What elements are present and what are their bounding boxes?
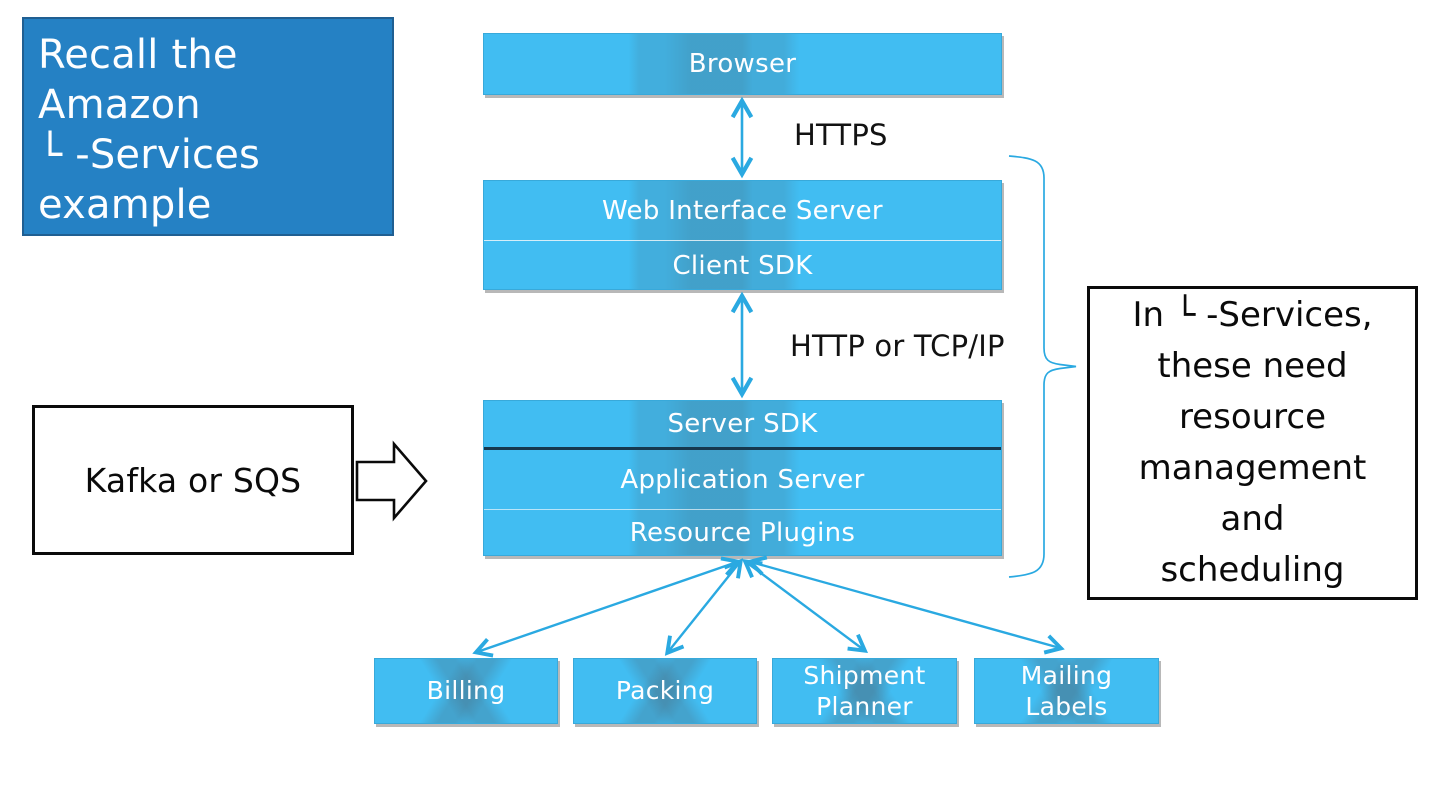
service-box-packing: Packing (573, 658, 757, 724)
packing-label: Packing (615, 676, 715, 706)
shipment-planner-label: Shipment Planner (803, 660, 926, 722)
arrow-plugins-shipment (741, 559, 869, 653)
application-server-stack: Server SDK Application Server Resource P… (483, 400, 1002, 556)
arrow-plugins-mailing (746, 555, 1065, 655)
kafka-sqs-label: Kafka or SQS (84, 460, 302, 500)
arrow-plugins-billing (472, 556, 742, 658)
kafka-sqs-box: Kafka or SQS (32, 405, 354, 555)
note-text: In └ -Services, these need resource mana… (1132, 295, 1373, 590)
browser-box: Browser (483, 33, 1002, 95)
brace-right (1008, 155, 1077, 578)
billing-label: Billing (426, 676, 506, 706)
server-sdk-label: Server SDK (667, 409, 818, 439)
browser-label: Browser (688, 49, 797, 79)
client-sdk-label: Client SDK (484, 240, 1001, 290)
note-box: In └ -Services, these need resource mana… (1087, 286, 1418, 600)
service-box-mailing-labels: Mailing Labels (974, 658, 1159, 724)
resource-plugins-label: Resource Plugins (484, 509, 1001, 556)
title-card: Recall the Amazon └ -Services example (22, 17, 394, 236)
service-box-billing: Billing (374, 658, 558, 724)
block-arrow-right (355, 440, 428, 522)
slide-title: Recall the Amazon └ -Services example (38, 32, 261, 228)
arrow-plugins-packing (664, 558, 744, 656)
application-server-label: Application Server (484, 447, 1001, 509)
mailing-labels-label: Mailing Labels (1020, 660, 1113, 722)
web-interface-server-label: Web Interface Server (602, 195, 883, 226)
web-interface-stack: Web Interface Server Client SDK (483, 180, 1002, 290)
http-tcpip-label: HTTP or TCP/IP (790, 329, 1005, 363)
https-label: HTTPS (794, 118, 888, 152)
service-box-shipment-planner: Shipment Planner (772, 658, 957, 724)
